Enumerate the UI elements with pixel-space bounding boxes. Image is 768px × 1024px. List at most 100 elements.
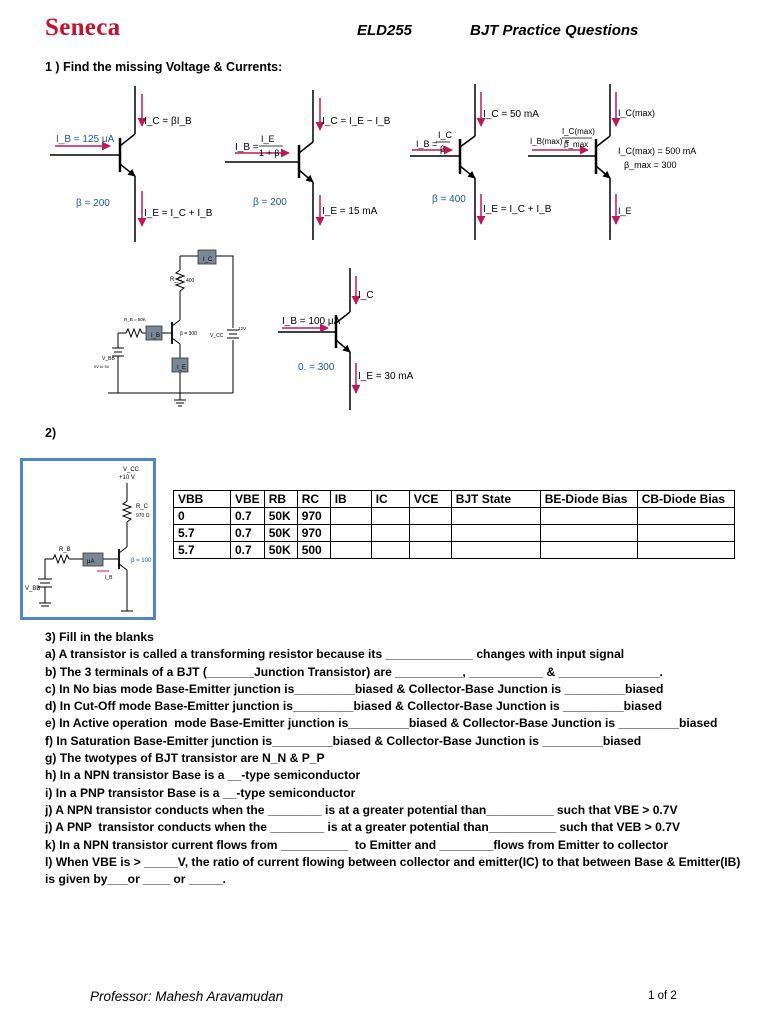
- page-number: 1 of 2: [648, 990, 677, 1002]
- document-title: BJT Practice Questions: [470, 22, 639, 39]
- fig1-ic: I_C = βI_B: [144, 116, 192, 127]
- header-cb-diode-bias: CB-Diode Bias: [636, 490, 735, 508]
- question-2-title: 2): [45, 426, 57, 440]
- cell-vbb: 5.7: [173, 541, 231, 559]
- cell-cb-bias: [636, 541, 735, 559]
- cell-rc: 970: [296, 507, 331, 525]
- transistor-figure-1: I_C = βI_B I_B = 125 μA β = 200 I_E = I_…: [50, 86, 213, 242]
- fig5-vbb-range: 0V to 5V: [94, 364, 110, 369]
- blank-question-a: a) A transistor is called a transforming…: [45, 647, 625, 662]
- fig5-vcc-value: 12V: [238, 326, 246, 331]
- fig4-ib-denominator: β_max: [564, 140, 588, 149]
- cell-vce: [408, 541, 452, 559]
- question-3-fill-in-blanks: 3) Fill in the blanks a) A transistor is…: [45, 629, 745, 888]
- fig5-vcc: V_CC: [210, 333, 224, 339]
- fig5-vbb: V_BB: [102, 356, 115, 362]
- fig6-ic: I_C: [358, 290, 374, 301]
- seneca-logo: Seneca: [45, 14, 121, 41]
- cell-ic: [370, 541, 410, 559]
- header-rc: RC: [296, 490, 331, 508]
- cell-vbb: 0: [173, 507, 231, 525]
- fig4-ib-numerator: I_C(max): [562, 127, 595, 136]
- fig3-ic: I_C = 50 mA: [483, 109, 539, 120]
- question-2-circuit: V_CC +10 V R_C 970 Ω β = 100 R_B μA I_B …: [25, 467, 152, 612]
- cell-ib: [329, 541, 372, 559]
- fig5-ib-meter: I_B: [151, 333, 160, 339]
- transistor-figure-4: I_C(max) I_B(max) = I_C(max) β_max I_C(m…: [528, 84, 696, 240]
- cell-rb: 50K: [263, 524, 298, 542]
- cell-rc: 500: [296, 541, 331, 559]
- fig2-ic: I_C = I_E − I_B: [322, 116, 391, 127]
- fig4-ib-label: I_B(max) =: [530, 137, 570, 146]
- fig1-ib: I_B = 125 μA: [56, 134, 115, 145]
- fig4-betamax: β_max = 300: [624, 160, 676, 170]
- cell-bjt-state: [450, 541, 541, 559]
- cell-bjt-state: [450, 524, 541, 542]
- cell-ib: [329, 507, 372, 525]
- q2-ib: I_B: [105, 575, 113, 581]
- cell-vbb: 5.7: [173, 524, 231, 542]
- blank-question-l: l) When VBE is > _____V, the ratio of cu…: [45, 854, 744, 887]
- cell-vce: [408, 524, 452, 542]
- fig5-ie-meter: I_E: [177, 365, 186, 371]
- fig6-beta: 0. = 300: [298, 362, 335, 373]
- q2-vcc: V_CC: [123, 467, 140, 473]
- blank-question-k: k) In a NPN transistor current flows fro…: [45, 837, 669, 852]
- cell-ic: [370, 524, 410, 542]
- fig3-beta: β = 400: [432, 194, 466, 205]
- q2-rc-value: 970 Ω: [136, 513, 150, 519]
- transistor-figure-6: I_C I_B = 100 μA 0. = 300 I_E = 30 mA: [278, 268, 414, 410]
- blank-question-j-npn: j) A NPN transistor conducts when the __…: [45, 802, 678, 817]
- table-header-row: VBB VBE RB RC IB IC VCE BJT State BE-Dio…: [173, 490, 735, 508]
- q2-rc: R_C: [136, 504, 149, 510]
- fig2-ib-label: I_B =: [235, 142, 259, 153]
- table-row: 0 0.7 50K 970: [173, 507, 735, 525]
- professor-name: Professor: Mahesh Aravamudan: [90, 989, 284, 1004]
- header-vbe: VBE: [230, 490, 265, 508]
- cell-rb: 50K: [263, 507, 298, 525]
- blank-question-f: f) In Saturation Base-Emitter junction i…: [45, 733, 642, 748]
- course-code: ELD255: [357, 22, 413, 39]
- question-1-title: 1 ) Find the missing Voltage & Currents:: [45, 60, 283, 74]
- fig5-ic-meter: I_C: [203, 257, 213, 263]
- cell-vbe: 0.7: [230, 541, 265, 559]
- blank-question-j-pnp: j) A PNP transistor conducts when the __…: [45, 820, 681, 835]
- cell-ib: [329, 524, 372, 542]
- transistor-figure-2: I_C = I_E − I_B I_B = I_E 1 + β β = 200 …: [225, 90, 391, 240]
- header-vbb: VBB: [173, 490, 231, 508]
- blank-question-h: h) In a NPN transistor Base is a __-type…: [45, 768, 361, 783]
- question-3-title: 3) Fill in the blanks: [45, 630, 154, 644]
- cell-be-bias: [539, 507, 638, 525]
- fig6-ie: I_E = 30 mA: [358, 371, 414, 382]
- cell-cb-bias: [636, 524, 735, 542]
- q2-vbb: V_BB: [25, 586, 40, 592]
- blank-question-i: i) In a PNP transistor Base is a __-type…: [45, 785, 356, 800]
- header-rb: RB: [263, 490, 298, 508]
- fig4-ie: I_E: [618, 206, 632, 216]
- blank-question-c: c) In No bias mode Base-Emitter junction…: [45, 681, 664, 696]
- fig4-icmax: I_C(max) = 500 mA: [618, 146, 696, 156]
- fig6-ib: I_B = 100 μA: [282, 316, 341, 327]
- cell-cb-bias: [636, 507, 735, 525]
- header-bjt-state: BJT State: [450, 490, 541, 508]
- cell-vbe: 0.7: [230, 507, 265, 525]
- fig1-ie: I_E = I_C + I_B: [144, 208, 213, 219]
- cell-be-bias: [539, 524, 638, 542]
- question-2-circuit-frame: [20, 458, 156, 620]
- q2-vcc-value: +10 V: [119, 475, 135, 481]
- fig5-rc-value: 400: [186, 278, 195, 284]
- q2-rb: R_B: [59, 547, 71, 553]
- fig2-beta: β = 200: [253, 197, 287, 208]
- fig5-rb: R_B = 50K: [124, 317, 146, 322]
- q2-beta: β = 100: [131, 558, 152, 564]
- base-bias-circuit-figure: I_C R_C 400 I_E V_CC 12V R_B = 50K I_B β…: [94, 249, 246, 407]
- transistor-figure-3: I_C = 50 mA I_B = I_C β β = 400 I_E = I_…: [410, 84, 552, 240]
- blank-question-e: e) In Active operation mode Base-Emitter…: [45, 716, 718, 731]
- header-ic: IC: [370, 490, 410, 508]
- cell-vbe: 0.7: [230, 524, 265, 542]
- table-row: 5.7 0.7 50K 970: [173, 524, 735, 542]
- table-row: 5.7 0.7 50K 500: [173, 541, 735, 559]
- fig5-rc: R_C: [170, 277, 183, 283]
- header-vce: VCE: [408, 490, 452, 508]
- cell-vce: [408, 507, 452, 525]
